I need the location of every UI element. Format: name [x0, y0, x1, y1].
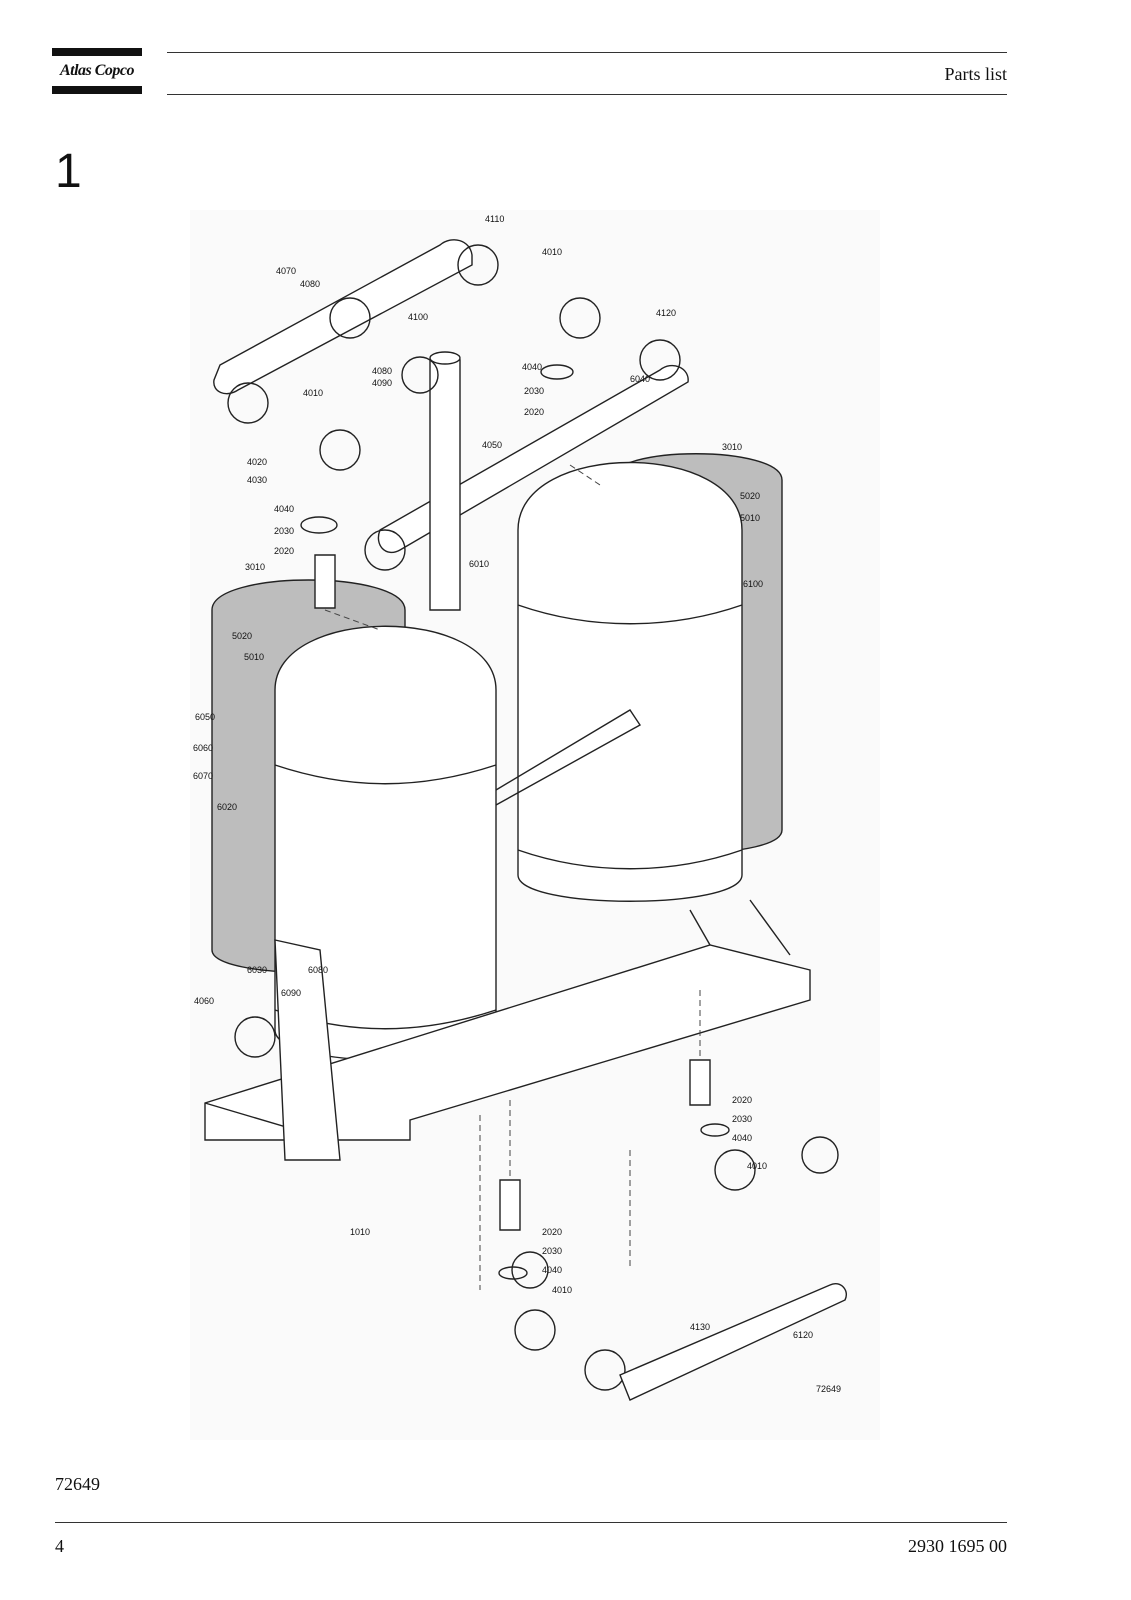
callout: 2020: [524, 407, 544, 417]
callout: 4120: [656, 308, 676, 318]
callout: 6100: [743, 579, 763, 589]
callout: 5020: [232, 631, 252, 641]
callout: 4080: [372, 366, 392, 376]
callout: 2030: [542, 1246, 562, 1256]
callout: 2020: [274, 546, 294, 556]
figure-caption: 72649: [55, 1474, 100, 1494]
callout: 6090: [281, 988, 301, 998]
callout: 4040: [522, 362, 542, 372]
callout: 4090: [372, 378, 392, 388]
callout: 5010: [740, 513, 760, 523]
callout: 4060: [194, 996, 214, 1006]
callout: 4040: [274, 504, 294, 514]
callout: 4010: [303, 388, 323, 398]
footer-rule: [55, 1522, 1007, 1523]
atlas-copco-logo: Atlas Copco: [52, 48, 142, 94]
header-rule-bottom: [167, 94, 1007, 95]
callout: 5020: [740, 491, 760, 501]
callout: 1010: [350, 1227, 370, 1237]
callout: 6120: [793, 1330, 813, 1340]
callout: 4130: [690, 1322, 710, 1332]
callout: 6020: [217, 802, 237, 812]
callout: 4020: [247, 457, 267, 467]
callout: 3010: [722, 442, 742, 452]
document-number: 2930 1695 00: [908, 1536, 1007, 1556]
header-title: Parts list: [944, 64, 1007, 84]
callout: 4030: [247, 475, 267, 485]
callout: 6080: [308, 965, 328, 975]
callout: 4080: [300, 279, 320, 289]
callout: 2030: [732, 1114, 752, 1124]
callout: 6040: [630, 374, 650, 384]
callout: 2020: [732, 1095, 752, 1105]
callout: 4010: [542, 247, 562, 257]
callout: 4040: [542, 1265, 562, 1275]
callout: 4070: [276, 266, 296, 276]
figure-id-label: 72649: [816, 1384, 841, 1394]
section-number: 1: [55, 145, 82, 198]
callout: 4050: [482, 440, 502, 450]
callout: 5010: [244, 652, 264, 662]
callout: 2020: [542, 1227, 562, 1237]
logo-wordmark: Atlas Copco: [59, 62, 135, 79]
exploded-parts-diagram: 4110 4010 4070 4080 4100 4120 4080 4090 …: [190, 210, 880, 1440]
callout: 4010: [747, 1161, 767, 1171]
callout: 6070: [193, 771, 213, 781]
callout: 6010: [469, 559, 489, 569]
page-number: 4: [55, 1536, 64, 1556]
callout: 4100: [408, 312, 428, 322]
callout: 4110: [485, 214, 504, 224]
callout: 6060: [193, 743, 213, 753]
callout: 6030: [247, 965, 267, 975]
callout: 2030: [524, 386, 544, 396]
callout: 4040: [732, 1133, 752, 1143]
callout: 2030: [274, 526, 294, 536]
callout: 4010: [552, 1285, 572, 1295]
header-rule-top: [167, 52, 1007, 53]
callout: 6050: [195, 712, 215, 722]
callout-labels: 4110 4010 4070 4080 4100 4120 4080 4090 …: [193, 214, 841, 1394]
diagram-drawing: 4110 4010 4070 4080 4100 4120 4080 4090 …: [193, 214, 847, 1401]
callout: 3010: [245, 562, 265, 572]
